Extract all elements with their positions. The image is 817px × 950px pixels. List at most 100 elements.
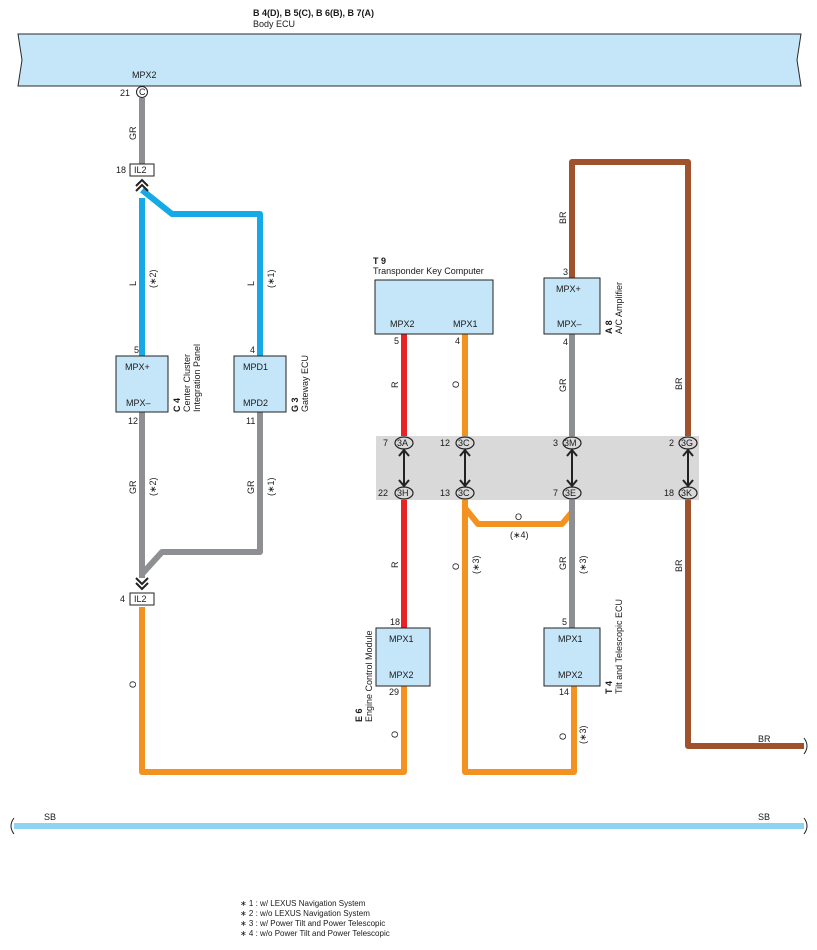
joint-3-link-icon xyxy=(566,448,578,488)
c4-top-pin: MPX+ xyxy=(125,362,150,372)
c4-ecu-block xyxy=(115,355,169,413)
t9-pin-left: MPX2 xyxy=(390,319,415,329)
g3-top-num: 4 xyxy=(250,345,255,355)
t9-ecu-block xyxy=(374,279,494,335)
joint-2-bottom-num: 13 xyxy=(440,488,450,498)
wire-o-joint-t4 xyxy=(462,500,577,775)
body-ecu-name: Body ECU xyxy=(253,19,295,29)
joint-1-bottom-pin xyxy=(394,486,414,500)
cond-c1-2: (∗1) xyxy=(266,477,276,496)
joint-2-top-num: 12 xyxy=(440,438,450,448)
il2-top-label: IL2 xyxy=(134,165,147,175)
il2-bottom-chevron-icon xyxy=(135,577,149,591)
joint-3-top-code: 3M xyxy=(564,438,577,448)
wire-label-o-2: O xyxy=(390,731,400,738)
a8-code: A 8 xyxy=(604,320,614,334)
body-ecu-pin-label: MPX2 xyxy=(132,70,157,80)
wire-label-l-1: L xyxy=(128,281,138,286)
joint-4-bottom-num: 18 xyxy=(664,488,674,498)
body-ecu-pin-code: C xyxy=(139,87,146,97)
wire-label-gr-4: GR xyxy=(558,378,568,392)
wire-label-o-1: O xyxy=(128,681,138,688)
joint-2-link-icon xyxy=(459,448,471,488)
break-mark-br xyxy=(803,737,808,755)
t9-code: T 9 xyxy=(373,256,386,266)
wire-label-gr-5: GR xyxy=(558,556,568,570)
joint-connector-3: 3 3M 7 3E xyxy=(553,436,582,500)
body-ecu-connectors: B 4(D), B 5(C), B 6(B), B 7(A) xyxy=(253,8,374,18)
t4-name: Tilt and Telescopic ECU xyxy=(614,599,624,694)
joint-1-bottom-code: 3H xyxy=(397,488,409,498)
t4-bottom-pin: MPX2 xyxy=(558,670,583,680)
t9-name: Transponder Key Computer xyxy=(373,266,484,276)
t9-pin-right: MPX1 xyxy=(453,319,478,329)
note-1: ∗ 1 : w/ LEXUS Navigation System xyxy=(240,899,366,908)
cond-c1-1: (∗1) xyxy=(266,269,276,288)
wire-label-sb-left: SB xyxy=(44,812,56,822)
body-ecu-pin-connector xyxy=(136,86,148,98)
g3-bottom-num: 11 xyxy=(246,416,255,426)
wire-label-o-5: O xyxy=(515,512,522,522)
joint-connector-area xyxy=(376,436,699,500)
e6-top-pin: MPX1 xyxy=(389,634,414,644)
c4-bottom-num: 12 xyxy=(128,416,138,426)
il2-bottom-box xyxy=(129,592,155,606)
body-ecu-pin-number: 21 xyxy=(120,88,130,98)
il2-top-box xyxy=(129,163,155,177)
e6-bottom-pin: MPX2 xyxy=(389,670,414,680)
a8-bottom-pin: MPX– xyxy=(557,319,582,329)
t4-ecu-block xyxy=(543,627,601,687)
t4-code: T 4 xyxy=(604,681,614,694)
joint-1-link-icon xyxy=(398,448,410,488)
body-ecu-block xyxy=(17,33,802,87)
wire-label-o-6: O xyxy=(558,733,568,740)
e6-name: Engine Control Module xyxy=(364,630,374,722)
joint-2-bottom-code: 3C xyxy=(458,488,470,498)
g3-ecu-block xyxy=(233,355,287,413)
wire-label-br-4: BR xyxy=(758,734,771,744)
joint-1-top-code: 3A xyxy=(397,438,408,448)
cond-c3-1: (∗3) xyxy=(471,555,481,574)
a8-top-pin: MPX+ xyxy=(556,284,581,294)
cond-c2-2: (∗2) xyxy=(148,477,158,496)
joint-1-top-num: 7 xyxy=(383,438,388,448)
joint-3-bottom-pin xyxy=(562,486,582,500)
il2-top-pin: 18 xyxy=(116,165,126,175)
t9-num-right: 4 xyxy=(455,336,460,346)
wire-label-o-3: O xyxy=(451,381,461,388)
wire-o-il2-e6 xyxy=(139,607,407,775)
g3-top-pin: MPD1 xyxy=(243,362,268,372)
il2-bottom-pin: 4 xyxy=(120,594,125,604)
c4-code: C 4 xyxy=(172,398,182,412)
wire-label-gr-2: GR xyxy=(128,480,138,494)
wire-label-br-1: BR xyxy=(558,211,568,224)
e6-code: E 6 xyxy=(354,708,364,722)
wire-br xyxy=(569,159,804,749)
wire-label-br-3: BR xyxy=(674,559,684,572)
cond-c2-1: (∗2) xyxy=(148,269,158,288)
a8-top-num: 3 xyxy=(563,267,568,277)
joint-3-bottom-num: 7 xyxy=(553,488,558,498)
e6-bottom-num: 29 xyxy=(389,687,399,697)
t4-bottom-num: 14 xyxy=(559,687,569,697)
c4-name-line1: Center Cluster xyxy=(182,354,192,412)
wire-label-br-2: BR xyxy=(674,377,684,390)
a8-name: A/C Amplifier xyxy=(614,282,624,334)
t9-num-left: 5 xyxy=(394,336,399,346)
cond-c3-2: (∗3) xyxy=(578,555,588,574)
joint-3-top-num: 3 xyxy=(553,438,558,448)
break-mark-right xyxy=(803,817,808,835)
joint-4-top-code: 3G xyxy=(681,438,693,448)
t4-top-num: 5 xyxy=(562,617,567,627)
cond-c3-3: (∗3) xyxy=(578,725,588,744)
wire-label-l-2: L xyxy=(246,281,256,286)
note-3: ∗ 3 : w/ Power Tilt and Power Telescopic xyxy=(240,919,385,928)
e6-ecu-block xyxy=(375,627,431,687)
wire-label-gr-1: GR xyxy=(128,126,138,140)
il2-top-chevron-icon xyxy=(135,178,149,192)
joint-4-link-icon xyxy=(682,448,694,488)
joint-connector-2: 12 3C 13 3C xyxy=(440,436,475,500)
joint-4-bottom-code: 3K xyxy=(681,488,692,498)
wire-l-g3 xyxy=(140,187,263,356)
wire-label-gr-3: GR xyxy=(246,480,256,494)
